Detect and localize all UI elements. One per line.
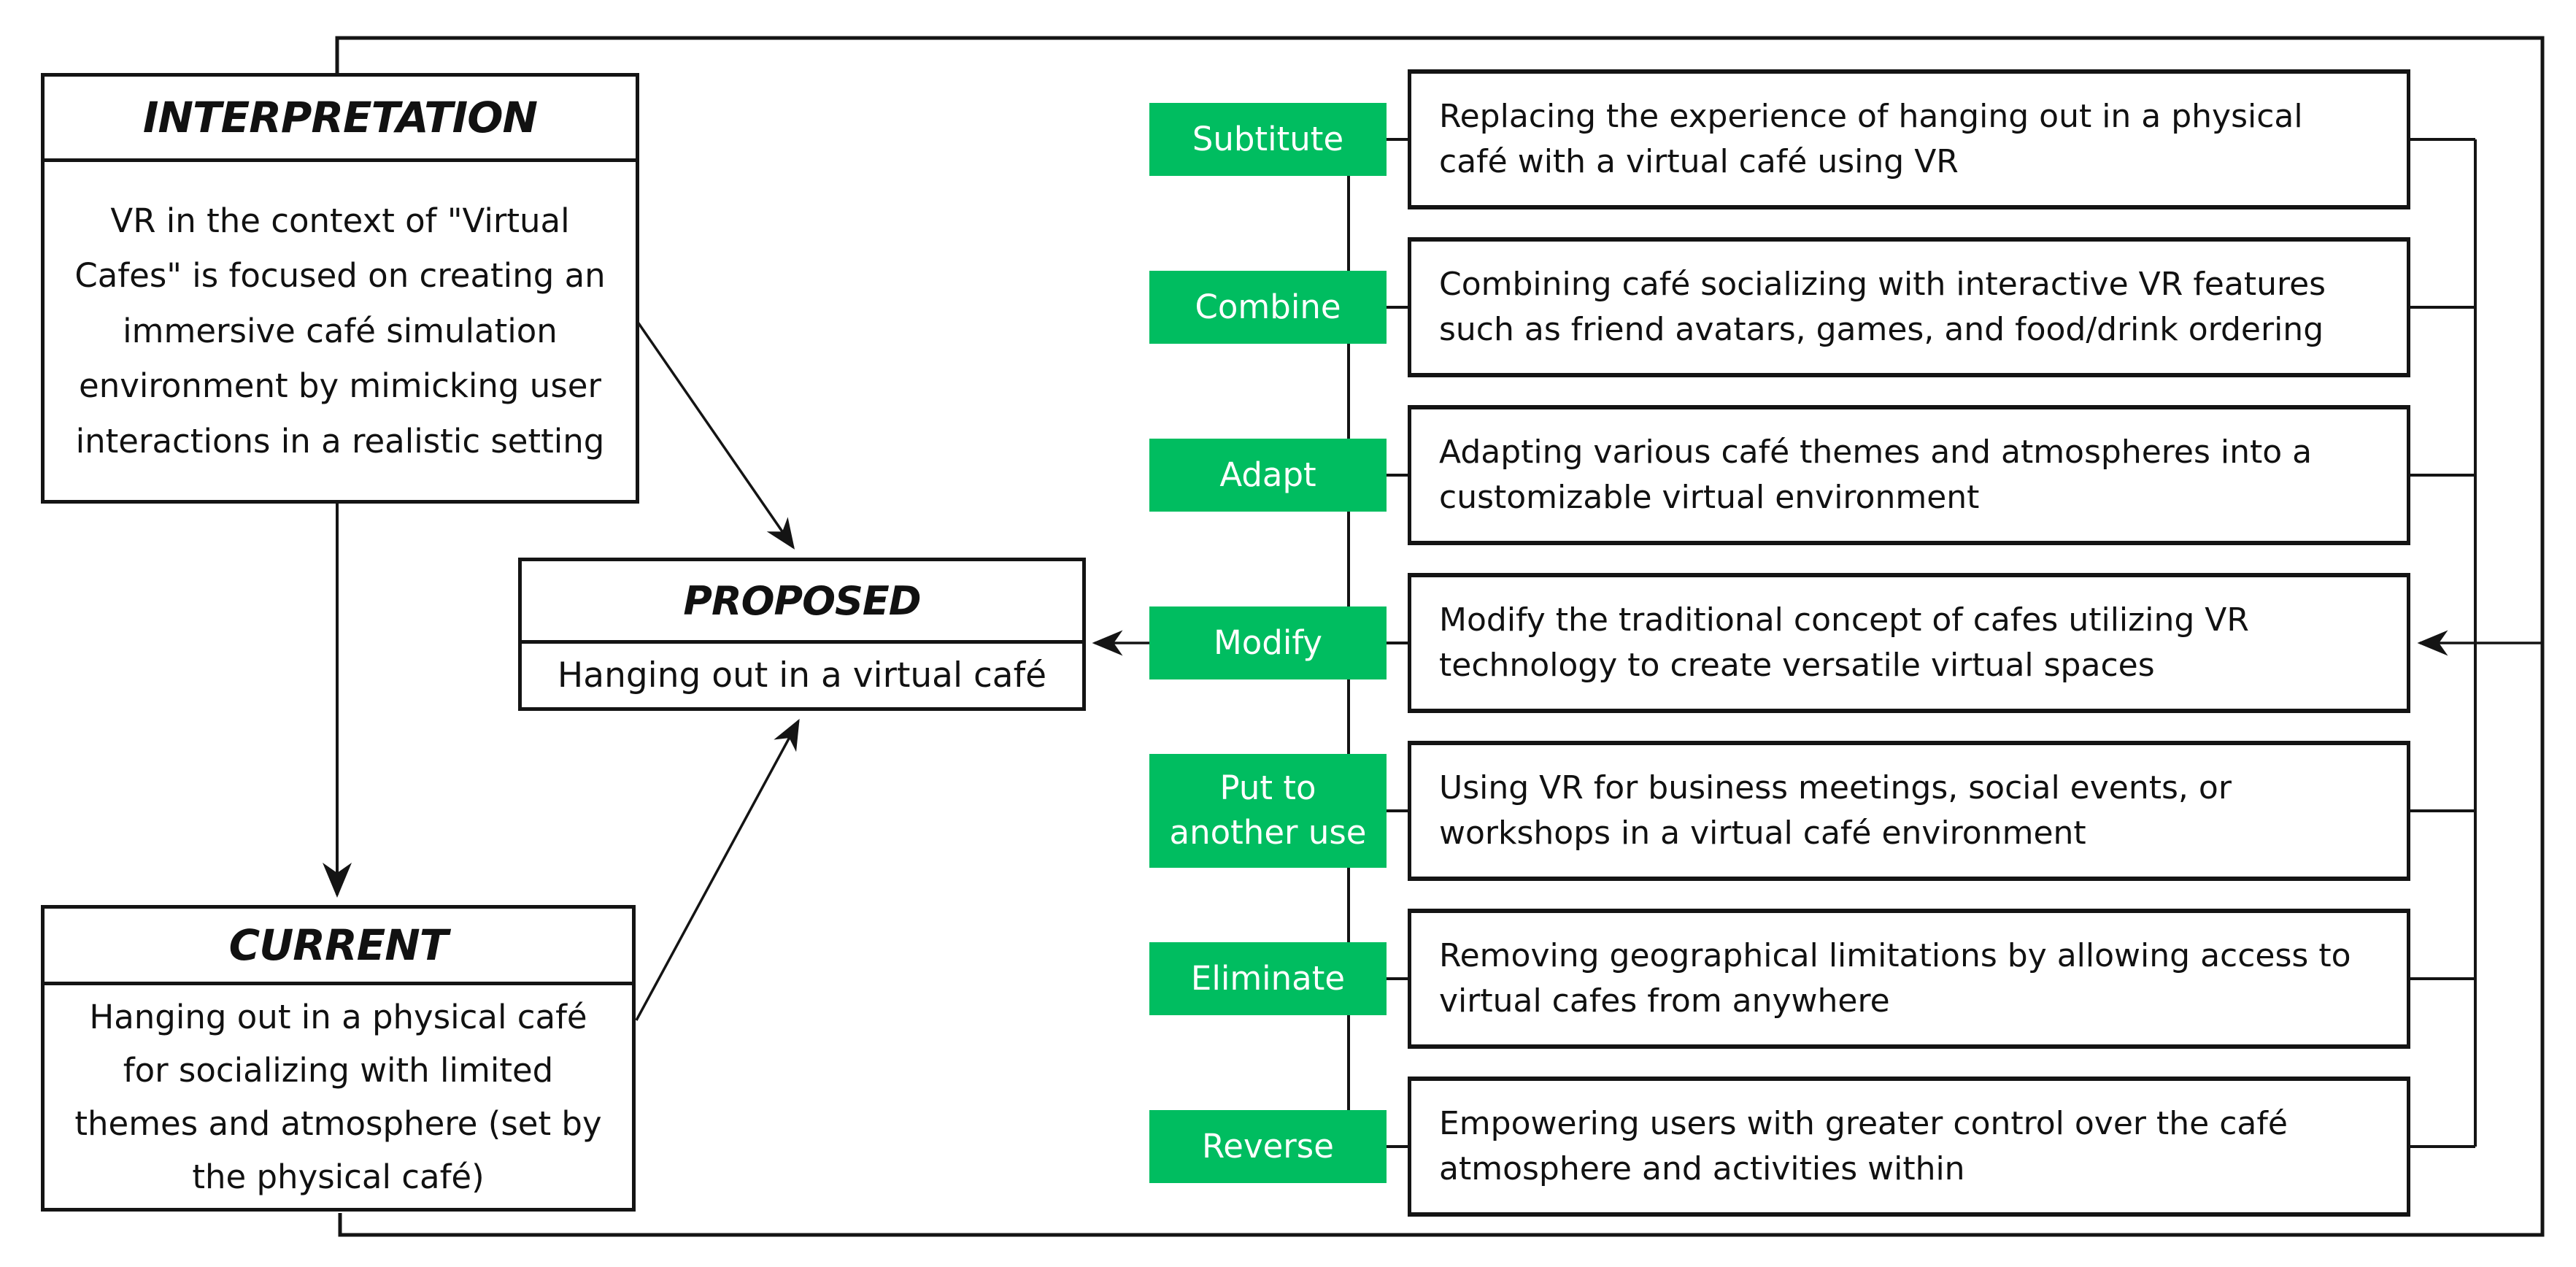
- scamper-description-substitute: Replacing the experience of hanging out …: [1408, 69, 2410, 209]
- current-box: CURRENT Hanging out in a physical café f…: [41, 905, 636, 1212]
- scamper-description-put-to-another-use: Using VR for business meetings, social e…: [1408, 741, 2410, 881]
- current-body: Hanging out in a physical café for socia…: [74, 998, 602, 1196]
- scamper-description-eliminate: Removing geographical limitations by all…: [1408, 909, 2410, 1049]
- scamper-label-modify: Modify: [1149, 606, 1387, 679]
- scamper-description-modify: Modify the traditional concept of cafes …: [1408, 573, 2410, 713]
- proposed-box: PROPOSED Hanging out in a virtual café: [518, 558, 1086, 711]
- current-title: CURRENT: [45, 909, 632, 985]
- interpretation-body: VR in the context of "Virtual Cafes" is …: [74, 201, 606, 461]
- scamper-label-substitute: Subtitute: [1149, 103, 1387, 176]
- scamper-label-eliminate: Eliminate: [1149, 942, 1387, 1015]
- interpretation-to-proposed-arrow: [634, 318, 795, 550]
- current-to-proposed-arrow: [635, 718, 800, 1021]
- scamper-label-put-to-another-use: Put to another use: [1149, 754, 1387, 868]
- scamper-description-adapt: Adapting various café themes and atmosph…: [1408, 405, 2410, 545]
- scamper-label-combine: Combine: [1149, 271, 1387, 344]
- interpretation-box: INTERPRETATION VR in the context of "Vir…: [41, 73, 639, 504]
- scamper-description-reverse: Empowering users with greater control ov…: [1408, 1077, 2410, 1217]
- proposed-body: Hanging out in a virtual café: [557, 655, 1047, 696]
- scamper-label-reverse: Reverse: [1149, 1110, 1387, 1183]
- outer-loop-path: [335, 36, 2545, 1237]
- proposed-title: PROPOSED: [522, 561, 1082, 644]
- interpretation-title: INTERPRETATION: [45, 77, 636, 162]
- scamper-label-adapt: Adapt: [1149, 439, 1387, 512]
- scamper-description-combine: Combining café socializing with interact…: [1408, 237, 2410, 377]
